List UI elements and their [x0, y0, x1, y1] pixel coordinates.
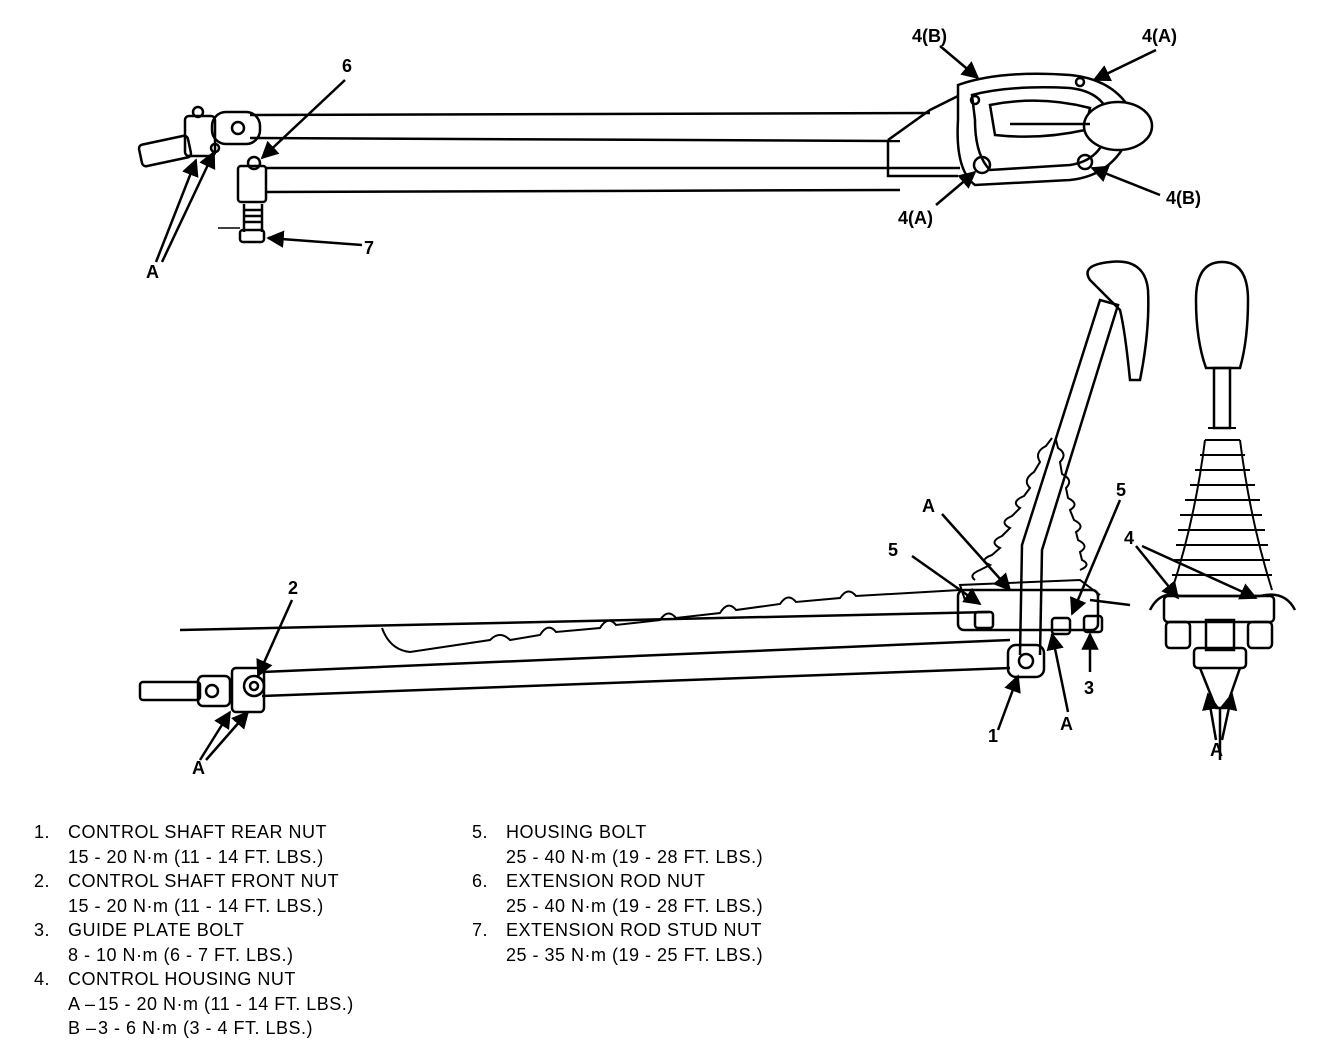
shift-control-diagram: 6 7 A 4(B) 4(A) 4(A) 4(B) 2 A 5 A 5 1 A … [137, 26, 1297, 778]
legend-torque-4a: A –15 - 20 N·m (11 - 14 FT. LBS.) [68, 993, 354, 1014]
rear-view [1148, 260, 1297, 760]
legend-torque-5: 25 - 40 N·m (19 - 28 FT. LBS.) [506, 846, 764, 867]
callout-4-side: 4 [1124, 528, 1134, 548]
control-housing-top [886, 72, 1154, 187]
extension-rod-stud [218, 155, 268, 244]
callout-a-mid: A [922, 496, 935, 516]
callout-a-left: A [192, 758, 205, 778]
legend-item-7: 7.EXTENSION ROD STUD NUT [472, 920, 763, 940]
top-view [137, 72, 1154, 244]
callout-1: 1 [988, 726, 998, 746]
callout-labels: 6 7 A 4(B) 4(A) 4(A) 4(B) 2 A 5 A 5 1 A … [146, 26, 1223, 778]
legend-torque-2: 15 - 20 N·m (11 - 14 FT. LBS.) [68, 895, 324, 916]
control-rod-upper [249, 111, 931, 143]
legend-item-4: 4.CONTROL HOUSING NUT [34, 969, 296, 989]
legend-item-1: 1.CONTROL SHAFT REAR NUT [34, 822, 328, 842]
legend-right: 5.HOUSING BOLT 25 - 40 N·m (19 - 28 FT. … [472, 820, 763, 967]
front-clamp-side [138, 666, 266, 714]
housing-rear [1148, 593, 1297, 760]
callout-3: 3 [1084, 678, 1094, 698]
callout-2: 2 [288, 578, 298, 598]
shift-knob-rear [1194, 260, 1250, 370]
legend-torque-4b: B –3 - 6 N·m (3 - 4 FT. LBS.) [68, 1018, 314, 1038]
shift-lever-side [1018, 260, 1150, 656]
legend-item-5: 5.HOUSING BOLT [472, 822, 647, 842]
front-clamp-top [137, 105, 262, 168]
shift-boot-rear [1171, 427, 1273, 591]
callout-4b-bottom: 4(B) [1166, 188, 1201, 208]
legend-torque-6: 25 - 40 N·m (19 - 28 FT. LBS.) [506, 895, 764, 916]
extension-rod-upper [264, 166, 960, 194]
callout-5-left: 5 [888, 540, 898, 560]
callout-a-side: A [1210, 740, 1223, 760]
legend-item-6: 6.EXTENSION ROD NUT [472, 871, 706, 891]
lever-rear [1212, 366, 1232, 430]
tunnel-outline [381, 589, 961, 654]
control-housing-side [956, 588, 1131, 636]
callout-4a-top: 4(A) [1142, 26, 1177, 46]
callout-a-top: A [146, 262, 159, 282]
callout-4b-top: 4(B) [912, 26, 947, 46]
legend-torque-1: 15 - 20 N·m (11 - 14 FT. LBS.) [68, 846, 324, 867]
rear-pivot [1006, 643, 1046, 679]
callout-4a-bottom: 4(A) [898, 208, 933, 228]
legend-item-2: 2.CONTROL SHAFT FRONT NUT [34, 871, 340, 891]
callout-7: 7 [364, 238, 374, 258]
callout-6: 6 [342, 56, 352, 76]
extension-rod-side [179, 610, 1011, 698]
callout-a-low: A [1060, 714, 1073, 734]
legend-item-3: 3.GUIDE PLATE BOLT [34, 920, 245, 940]
legend-torque-7: 25 - 35 N·m (19 - 25 FT. LBS.) [506, 944, 764, 965]
legend-left: 1.CONTROL SHAFT REAR NUT 15 - 20 N·m (11… [34, 820, 354, 1041]
legend-torque-3: 8 - 10 N·m (6 - 7 FT. LBS.) [68, 944, 294, 965]
callout-5-right: 5 [1116, 480, 1126, 500]
side-view [138, 260, 1150, 714]
leader-lines [154, 45, 1258, 761]
